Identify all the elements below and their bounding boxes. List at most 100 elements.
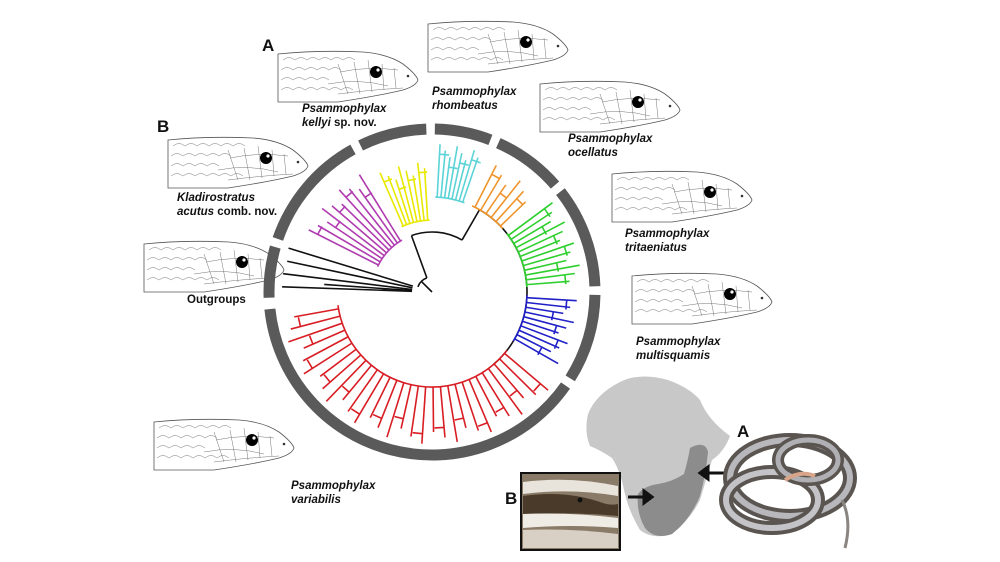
- branch: [525, 264, 580, 276]
- species: acutus: [177, 206, 215, 218]
- branch: [434, 426, 445, 429]
- branch: [322, 354, 362, 390]
- branch: [348, 188, 396, 246]
- branch: [477, 421, 488, 428]
- outgroup-branch: [283, 272, 413, 291]
- clade-variabilis: [288, 305, 549, 444]
- branch: [524, 311, 574, 324]
- branch: [481, 372, 510, 417]
- branch: [446, 385, 459, 443]
- branch: [303, 329, 346, 349]
- clade-arc: [401, 219, 430, 228]
- head-illustration-acutus: [167, 136, 309, 189]
- branch: [563, 246, 568, 256]
- branch: [564, 274, 567, 285]
- head-illustration-multisquamis: [631, 272, 773, 325]
- branch: [461, 381, 480, 431]
- genus: Psammophylax: [302, 103, 387, 115]
- branch: [514, 338, 559, 365]
- head-illustration-rhombeatus: [427, 20, 569, 73]
- branch: [294, 308, 339, 318]
- outgroup-branch: [282, 285, 413, 293]
- branch: [509, 389, 518, 397]
- clade-outgroups: [282, 247, 414, 293]
- branch: [447, 146, 459, 199]
- label-tritaeniatus: Psammophylax tritaeniatus: [625, 227, 709, 255]
- panel-letter-b-top: B: [157, 117, 170, 136]
- branch: [491, 173, 501, 180]
- clade-rhombeatus: [435, 144, 481, 204]
- outgroup-branch: [324, 283, 413, 292]
- branch: [319, 348, 357, 377]
- branch: [397, 166, 415, 223]
- branch: [518, 329, 560, 349]
- branch: [387, 175, 408, 225]
- label-multisquamis: Psammophylax multisquamis: [636, 335, 720, 363]
- genus: Psammophylax: [625, 228, 710, 240]
- branch: [490, 180, 521, 219]
- backbone: [410, 209, 528, 366]
- branch: [394, 415, 404, 420]
- label-acutus: Kladirostratus acutus comb. nov.: [177, 191, 277, 219]
- branch: [341, 385, 350, 393]
- outgroup-branch: [288, 247, 414, 287]
- branch: [468, 379, 493, 433]
- branch: [543, 208, 551, 218]
- branch: [410, 235, 428, 279]
- branch: [454, 417, 464, 421]
- label-variabilis: Psammophylax variabilis: [291, 479, 375, 507]
- head-illustration-tritaeniatus: [611, 170, 753, 223]
- branch: [552, 235, 558, 245]
- branch: [358, 174, 402, 242]
- branch: [353, 373, 385, 424]
- branch: [504, 352, 549, 391]
- branch: [436, 144, 441, 198]
- branch: [326, 221, 383, 260]
- branch: [423, 168, 429, 221]
- arrow-b-head: [642, 488, 655, 506]
- branch: [372, 413, 383, 420]
- branch: [412, 175, 422, 222]
- panel-letter-a-top: A: [262, 36, 275, 55]
- species: kellyi: [302, 117, 331, 129]
- head-illustration-outgroups: [143, 240, 285, 293]
- ring-segment-ocellatus: [495, 138, 560, 189]
- branch: [412, 431, 423, 435]
- branch: [398, 186, 407, 190]
- branch: [524, 259, 567, 272]
- branch: [317, 224, 381, 263]
- branch: [461, 157, 479, 203]
- branch: [440, 150, 447, 198]
- panel-letter-a-photo: A: [737, 422, 750, 441]
- branch: [510, 211, 553, 241]
- arrow-a-head: [697, 464, 710, 482]
- branch: [325, 359, 367, 402]
- branch: [475, 375, 498, 417]
- branch: [386, 382, 405, 438]
- ring-segment-rhombeatus: [434, 123, 493, 145]
- clade-multisquamis: [512, 295, 577, 365]
- panel-letter-b-photo: B: [505, 489, 518, 508]
- branch: [516, 198, 524, 206]
- branch: [358, 188, 399, 244]
- branch: [495, 190, 525, 223]
- branch: [288, 322, 343, 343]
- branch: [379, 172, 404, 227]
- branch: [541, 226, 548, 235]
- suffix: comb. nov.: [217, 206, 278, 218]
- branch: [451, 152, 463, 200]
- clade-ocellatus: [471, 165, 527, 229]
- species: rhombeatus: [432, 100, 498, 112]
- branch: [498, 358, 537, 396]
- branch: [341, 203, 390, 251]
- branch: [350, 408, 361, 415]
- branch: [507, 202, 553, 237]
- branch: [321, 207, 385, 257]
- species: ocellatus: [568, 147, 618, 159]
- species: multisquamis: [636, 350, 711, 362]
- species-range: [637, 444, 708, 536]
- ring-segment-variabilis: [264, 308, 571, 461]
- ring-segment-outgroups: [263, 245, 281, 298]
- branch: [517, 230, 563, 253]
- branch: [302, 336, 349, 362]
